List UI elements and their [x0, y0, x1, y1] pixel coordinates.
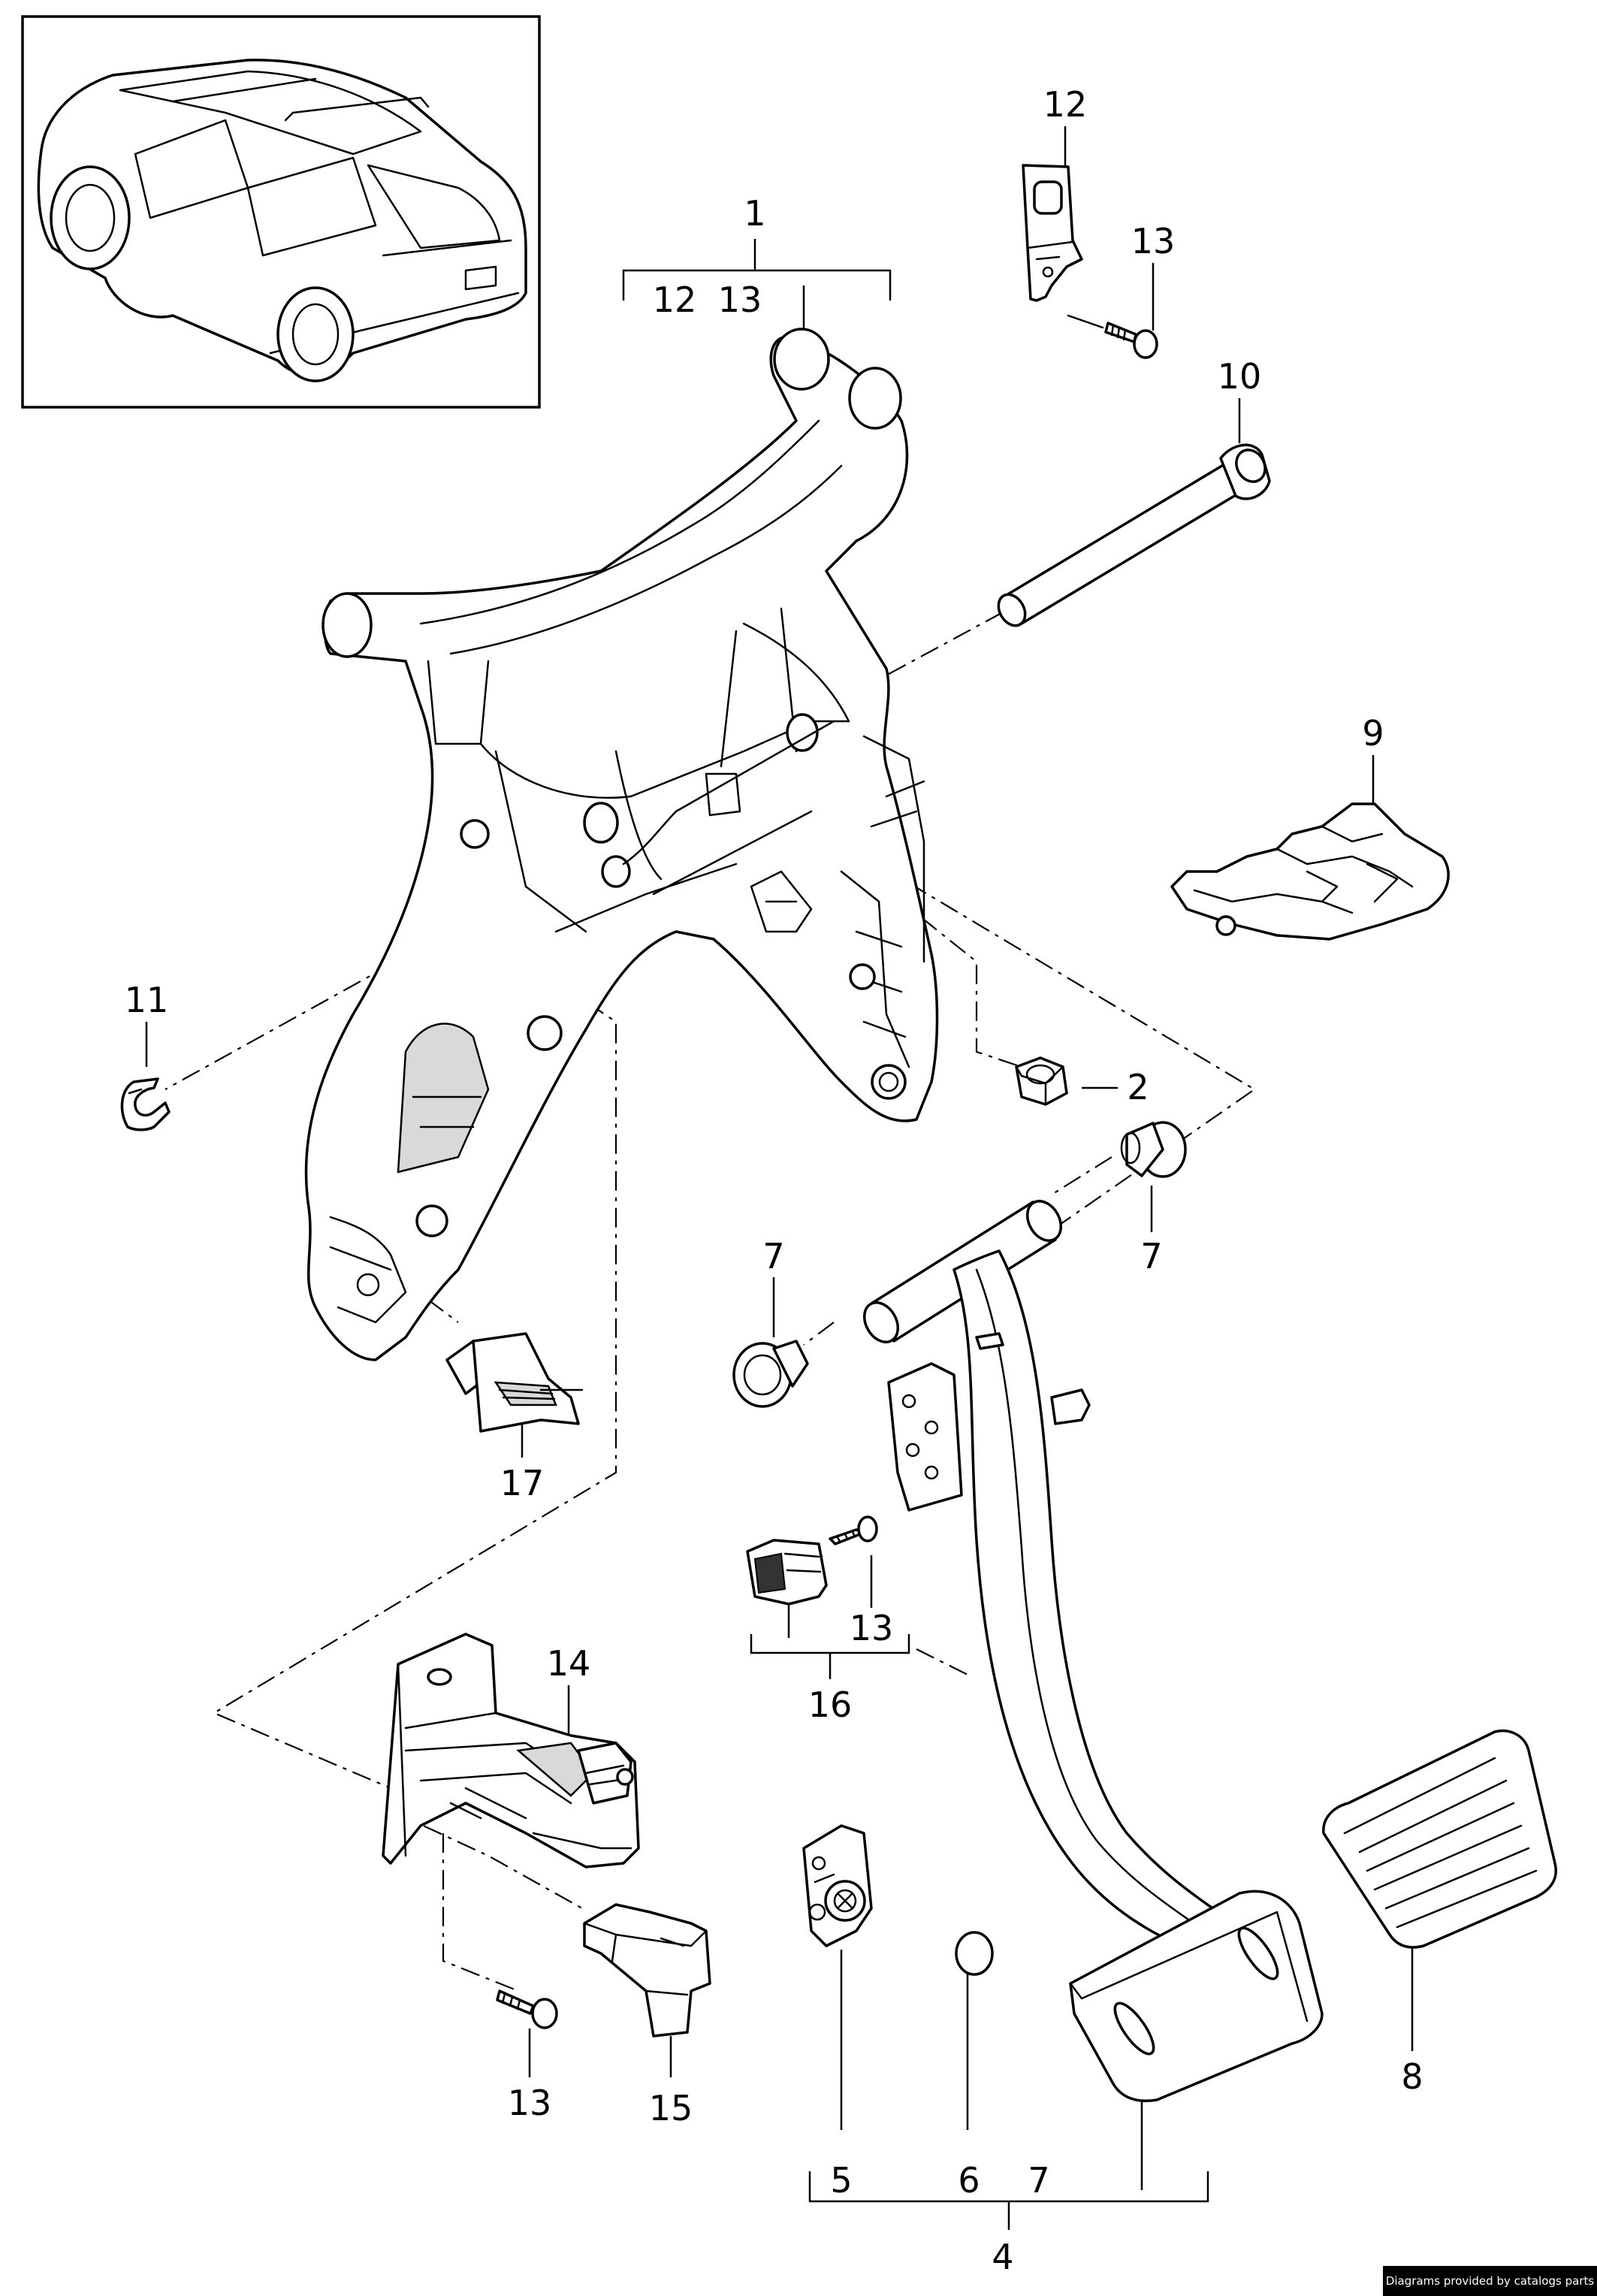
callout-13-bottom: 13	[508, 2083, 552, 2123]
callout-7-right: 7	[1140, 1236, 1162, 1276]
callout-11: 11	[125, 980, 169, 1020]
callout-4-sub-7: 7	[1028, 2160, 1049, 2201]
bushing-part-7-right	[1120, 1121, 1187, 1178]
bushing-part-7-left	[732, 1340, 809, 1408]
credit-badge: Diagrams provided by catalogs parts	[1383, 2266, 1597, 2296]
callout-12: 12	[1043, 84, 1088, 125]
callout-15: 15	[649, 2088, 693, 2128]
callout-4-sub-5: 5	[830, 2160, 852, 2201]
callout-labels: 1 12 13 12 13 10 9 11 2 7 7 17 13 16 14 …	[125, 84, 1423, 2277]
callout-16: 16	[808, 1684, 853, 1725]
cover-part-9	[1170, 802, 1450, 941]
pedal-bracket-part-1	[304, 328, 939, 1361]
suv-illustration	[37, 59, 527, 382]
retaining-plate-part-12	[1022, 164, 1083, 302]
sensor-housing-part-14	[382, 1633, 640, 1869]
callout-1-sub-13: 13	[718, 279, 762, 320]
callout-13-mid: 13	[850, 1608, 894, 1648]
callout-4-sub-6: 6	[958, 2160, 980, 2201]
callout-7-left: 7	[762, 1236, 784, 1276]
switch-part-16	[746, 1515, 878, 1606]
screw-part-13-bottom	[496, 1989, 558, 2029]
callout-13-top: 13	[1131, 221, 1176, 261]
callout-9: 9	[1362, 713, 1384, 754]
callout-14: 14	[547, 1643, 591, 1684]
callout-1: 1	[744, 193, 765, 234]
clip-part-11	[120, 1077, 171, 1131]
shaft-part-10	[997, 443, 1271, 627]
callout-10: 10	[1218, 356, 1262, 397]
pedal-pad-part-8	[1322, 1730, 1557, 1949]
callout-2: 2	[1127, 1067, 1149, 1107]
callout-8: 8	[1401, 2056, 1423, 2097]
callout-4: 4	[992, 2237, 1013, 2277]
pedal-arm-part-4	[862, 1200, 1324, 2102]
cap-part-15	[583, 1903, 711, 2038]
bracket-part-17	[445, 1332, 584, 1433]
callout-1-sub-12: 12	[653, 279, 697, 320]
nut-part-2	[1015, 1056, 1068, 1106]
screw-part-13-top	[1067, 314, 1158, 359]
sensor-part-5	[802, 1824, 873, 1947]
washer-part-6	[955, 1931, 994, 1976]
leader-lines	[145, 126, 1414, 2230]
vehicle-inset	[21, 15, 541, 409]
callout-17: 17	[500, 1463, 545, 1503]
